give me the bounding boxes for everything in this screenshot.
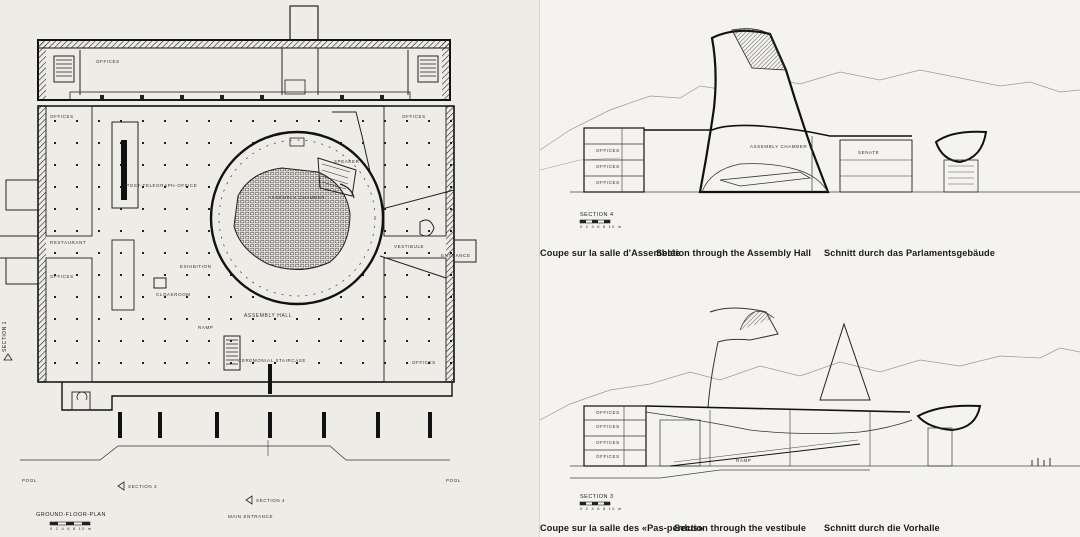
- section4-label: SECTION 4: [580, 212, 614, 218]
- section4-scale: 0 2 4 6 8 10 m: [580, 224, 623, 229]
- label-pool-right: POOL: [446, 478, 461, 483]
- label-offices-top: OFFICES: [96, 59, 120, 64]
- label-offices-left-lower: OFFICES: [50, 274, 74, 279]
- label-main-entrance: MAIN ENTRANCE: [228, 514, 274, 519]
- label-restaurant: RESTAURANT: [50, 240, 87, 245]
- section3-caption-de: Schnitt durch die Vorhalle: [824, 523, 940, 533]
- label-vestibule: VESTIBULE: [394, 244, 425, 249]
- section3-label-offices-1: OFFICES: [596, 410, 620, 415]
- sections-sheet: OFFICES OFFICES OFFICES ASSEMBLY CHAMBER…: [540, 0, 1080, 537]
- section4-caption-en: Section through the Assembly Hall: [656, 248, 812, 258]
- section3-label-offices-4: OFFICES: [596, 454, 620, 459]
- sheet-divider: [539, 0, 540, 537]
- plan-scale-bar: [49, 521, 91, 526]
- section-vestibule-drawing: [540, 307, 1080, 506]
- section3-caption-en: Section through the vestibule: [674, 523, 807, 533]
- label-assembly-chamber: ASSEMBLY CHAMBER: [268, 195, 326, 200]
- section3-label: SECTION 3: [580, 494, 614, 500]
- label-offices-right: OFFICES: [402, 114, 426, 119]
- section-markers: [3, 353, 253, 505]
- sections-drawing: [540, 28, 1080, 506]
- label-cloakroom: CLOAKROOM: [156, 292, 191, 297]
- assembly-chamber-circle: [209, 130, 385, 306]
- section4-label-offices-1: OFFICES: [596, 148, 620, 153]
- section4-label-offices-3: OFFICES: [596, 180, 620, 185]
- ground-floor-plan-sheet: OFFICES OFFICES OFFICES OFFICES OFFICES …: [0, 5, 477, 531]
- section3-scale: 0 2 4 6 8 10 m: [580, 506, 623, 511]
- top-office-block: [37, 5, 451, 101]
- section3-label-ramp: RAMP: [736, 458, 752, 463]
- label-ceremonial-staircase: CEREMONIAL STAIRCASE: [238, 358, 307, 363]
- section3-caption-fr: Coupe sur la salle des «Pas-perdus»: [540, 523, 704, 533]
- section4-label-offices-2: OFFICES: [596, 164, 620, 169]
- section4-caption-de: Schnitt durch das Parlamentsgebäude: [824, 248, 995, 258]
- section-4-marker: SECTION 4: [256, 498, 286, 503]
- section4-label-senate: SENATE: [858, 150, 880, 155]
- label-entrance: ENTRANCE: [441, 253, 471, 258]
- section-1-marker: SECTION 1: [2, 321, 8, 352]
- label-ramp: RAMP: [198, 325, 214, 330]
- section4-label-assembly-chamber: ASSEMBLY CHAMBER: [750, 144, 808, 149]
- label-pool-left: POOL: [22, 478, 37, 483]
- ground-floor-plan-drawing: [0, 5, 477, 526]
- label-post-office: POST-TELEGRAPH-OFFICE: [126, 183, 198, 188]
- plan-scale: 0 2 4 6 8 10 m: [50, 526, 93, 531]
- plan-title: GROUND-FLOOR-PLAN: [36, 512, 106, 518]
- label-speaker: SPEAKER: [334, 159, 360, 164]
- label-offices-left: OFFICES: [50, 114, 74, 119]
- section3-label-offices-2: OFFICES: [596, 424, 620, 429]
- section4-caption-fr: Coupe sur la salle d'Assemblée: [540, 248, 681, 258]
- section3-label-offices-3: OFFICES: [596, 440, 620, 445]
- section-assembly-drawing: [540, 28, 1080, 224]
- label-exhibition: EXHIBITION: [180, 264, 212, 269]
- label-offices-right-lower: OFFICES: [412, 360, 436, 365]
- section-3-marker: SECTION 3: [128, 484, 158, 489]
- label-assembly-hall: ASSEMBLY HALL: [244, 313, 293, 319]
- entrance-colonnade: [20, 364, 453, 461]
